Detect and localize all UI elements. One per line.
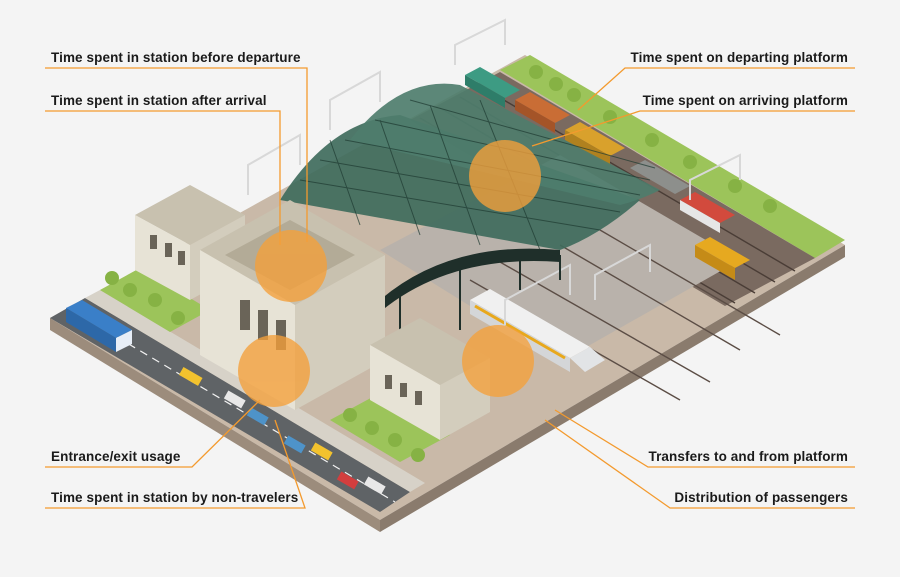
label-transfers: Transfers to and from platform [648, 449, 848, 464]
label-departing-platform: Time spent on departing platform [630, 50, 848, 65]
label-before-departure: Time spent in station before departure [51, 50, 301, 65]
hotspot-departing-platform [469, 140, 541, 212]
car-icons [178, 367, 386, 495]
label-distribution: Distribution of passengers [674, 490, 848, 505]
ground-edge [50, 318, 380, 532]
label-after-arrival: Time spent in station after arrival [51, 93, 267, 108]
hotspot-before-departure [255, 230, 327, 302]
road [50, 298, 410, 512]
hotspot-entrance [238, 335, 310, 407]
label-entrance-exit: Entrance/exit usage [51, 449, 181, 464]
tree-icons [105, 65, 777, 462]
bus-icon [66, 300, 132, 352]
label-non-travelers: Time spent in station by non-travelers [51, 490, 299, 505]
catenary-frames [247, 18, 741, 325]
ground-edge-right [380, 245, 845, 532]
hotspot-circles [238, 140, 541, 407]
grass-strip [500, 55, 845, 258]
hotspot-transfers [462, 325, 534, 397]
label-arriving-platform: Time spent on arriving platform [642, 93, 848, 108]
leader-lines [45, 67, 855, 509]
grass-bottom [330, 393, 450, 462]
